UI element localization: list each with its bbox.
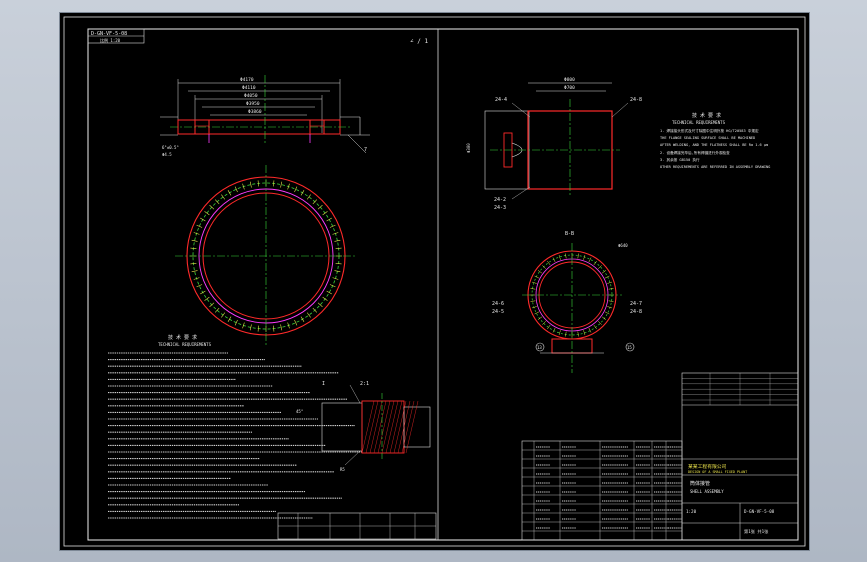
svg-text:THE FLANGE SEALING SURFACE SHA: THE FLANGE SEALING SURFACE SHALL BE MACH… xyxy=(660,136,755,140)
right-notes-subtitle: TECHNICAL REQUIREMENTS xyxy=(672,120,726,125)
drawing-title: 筒体接管 xyxy=(690,480,710,487)
left-title-block xyxy=(277,512,437,540)
inner-border xyxy=(87,28,799,541)
left-notes-title: 技 术 要 求 xyxy=(168,334,197,341)
drawing-sheet-no: 第1张 共1张 xyxy=(744,528,769,535)
drawing-title-en: SHELL ASSEMBLY xyxy=(690,489,724,494)
outer-border xyxy=(63,16,806,547)
drawing-canvas: D-GN-VF-5-08 比例 1:20 ∠ / 1 Φ4170 Φ4110 Φ… xyxy=(63,16,806,547)
svg-text:Φ800: Φ800 xyxy=(564,77,575,83)
stamp-top-right: ∠ / 1 xyxy=(410,38,428,45)
left-technical-notes: 技 术 要 求 TECHNICAL REQUIREMENTS xyxy=(108,334,363,519)
dim-5: Φ3860 xyxy=(248,109,262,115)
drawing-number: D-GN-VF-5-08 xyxy=(744,509,775,514)
svg-text:Φ640: Φ640 xyxy=(618,243,628,248)
svg-text:45°: 45° xyxy=(296,409,303,414)
company-name-en: DESIGN OF A SMALL FIXED PLANT xyxy=(688,470,747,474)
main-title-block: 某某工程有限公司 DESIGN OF A SMALL FIXED PLANT 筒… xyxy=(681,372,799,541)
dim-1: Φ4170 xyxy=(240,77,254,83)
weld-detail-view: I 2:1 R5 45° xyxy=(296,381,431,472)
callout-1: 24-4 xyxy=(495,97,507,103)
detail-label: I xyxy=(322,381,325,387)
svg-text:R5: R5 xyxy=(340,467,345,472)
company-name: 某某工程有限公司 xyxy=(688,463,727,470)
detail-scale: 2:1 xyxy=(360,381,369,387)
ring-section-view: B-B Φ640 24-6 24-5 24-7 24-8 13 15 xyxy=(492,231,642,373)
right-technical-notes: 技 术 要 求 TECHNICAL REQUIREMENTS 1. 焊接接头形式… xyxy=(660,112,770,169)
callout-5: 24-6 xyxy=(492,301,504,307)
svg-text:AFTER WELDING, AND THE FLATNES: AFTER WELDING, AND THE FLATNESS SHALL BE… xyxy=(660,143,768,147)
right-note-2: 2. 设备焊接完毕后,所有焊缝进行外观检查 xyxy=(660,150,730,155)
right-notes-title: 技 术 要 求 xyxy=(692,112,721,119)
drawing-scale: 1:20 xyxy=(686,509,697,514)
bolt-hole-marks xyxy=(190,180,342,332)
svg-text:Φ700: Φ700 xyxy=(564,85,575,91)
right-note-3: 3. 其余按 GB150 执行 xyxy=(660,157,700,162)
callout-4: 24-3 xyxy=(494,205,506,211)
shell-assembly-view: Φ800 Φ700 24-4 24-8 24-2 24-3 Φ300 xyxy=(466,77,642,211)
callout-3: 24-2 xyxy=(494,197,506,203)
right-note-4: OTHER REQUIREMENTS ARE REFERRED IN ASSEM… xyxy=(660,165,770,169)
dim-3: Φ4050 xyxy=(244,93,258,99)
ring-plan-view xyxy=(175,165,357,347)
svg-text:6°±0.5°: 6°±0.5° xyxy=(162,145,179,150)
flange-section-view: Φ4170 Φ4110 Φ4050 Φ3950 Φ3860 xyxy=(160,75,370,157)
callout-9: 13 xyxy=(537,345,542,350)
callout-7: 24-7 xyxy=(630,301,642,307)
view-bb-label: B-B xyxy=(565,231,574,237)
dim-4: Φ3950 xyxy=(246,101,260,107)
callout-8: 24-8 xyxy=(630,309,642,315)
drawing-sheet: D-GN-VF-5-08 比例 1:20 ∠ / 1 Φ4170 Φ4110 Φ… xyxy=(60,13,809,550)
callout-10: 15 xyxy=(627,345,632,350)
callout-6: 24-5 xyxy=(492,309,504,315)
svg-text:Φ300: Φ300 xyxy=(466,143,471,153)
svg-text:7: 7 xyxy=(364,147,367,153)
bill-of-materials xyxy=(521,440,683,541)
svg-text:1. 焊接接头形式及尺寸除图中注明外按 HG/T20583: 1. 焊接接头形式及尺寸除图中注明外按 HG/T20583 中规定 xyxy=(660,128,759,133)
code-box-text: D-GN-VF-5-08 xyxy=(91,31,127,37)
left-notes-subtitle: TECHNICAL REQUIREMENTS xyxy=(158,342,212,347)
callout-2: 24-8 xyxy=(630,97,642,103)
code-box-sub: 比例 1:20 xyxy=(100,37,121,43)
dim-2: Φ4110 xyxy=(242,85,256,91)
svg-text:Φ4.5: Φ4.5 xyxy=(162,152,172,157)
